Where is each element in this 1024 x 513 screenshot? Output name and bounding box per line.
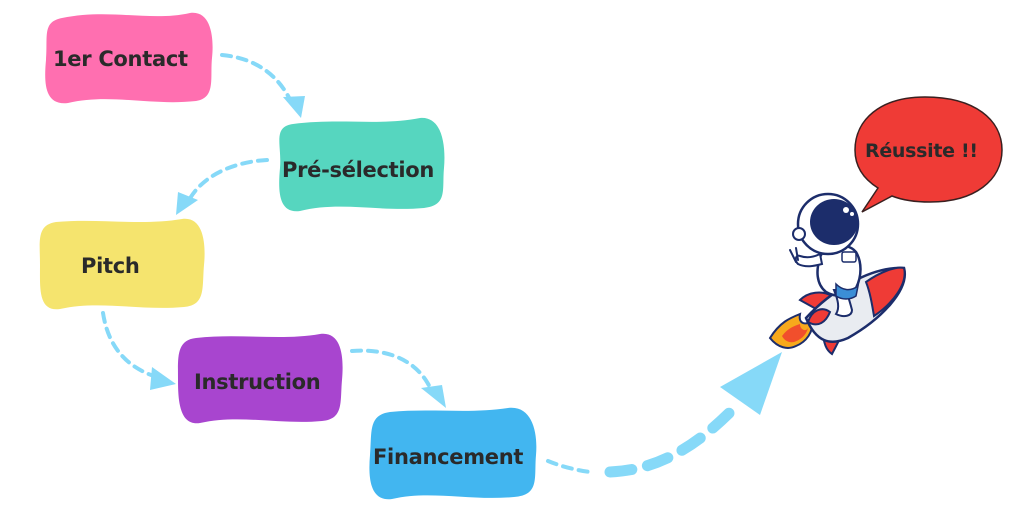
step-label: 1er Contact	[53, 47, 188, 71]
arrow-head-icon	[283, 96, 305, 118]
arrow-head-icon	[150, 367, 176, 390]
step-node-financement: Financement	[369, 407, 537, 500]
step-node-pre-selection: Pré-sélection	[279, 117, 445, 212]
helmet-ear	[792, 227, 806, 241]
dashed-line	[604, 396, 746, 478]
step-label: Pitch	[81, 254, 140, 278]
astronaut-arm	[794, 252, 824, 268]
dashed-line	[186, 158, 269, 204]
connector-5-to-success	[546, 352, 782, 478]
helmet-visor	[810, 199, 858, 245]
step-node-pitch: Pitch	[39, 218, 205, 310]
arrow-head-icon	[176, 192, 198, 215]
step-node-1er-contact: 1er Contact	[45, 12, 213, 104]
arrow-head-icon	[720, 352, 782, 415]
dashed-line	[101, 311, 162, 380]
astronaut-backpack	[841, 251, 857, 263]
step-label: Financement	[373, 445, 523, 469]
blob-shape	[279, 117, 445, 212]
connector-3-to-4	[101, 311, 176, 390]
step-label: Pré-sélection	[282, 158, 434, 182]
visor-shine	[843, 207, 849, 213]
blob-shape	[369, 407, 537, 500]
rocket-fin	[806, 308, 832, 326]
visor-shine	[850, 212, 854, 216]
blob-shape	[39, 218, 205, 310]
step-label: Instruction	[194, 370, 320, 394]
dashed-line	[220, 53, 295, 108]
rocket-nose	[864, 266, 906, 318]
connector-1-to-2	[220, 53, 305, 118]
arrow-head-icon	[421, 385, 446, 408]
dashed-line	[350, 348, 434, 394]
bubble-shape	[854, 96, 1003, 213]
bubble-text: Réussite !!	[865, 140, 978, 162]
astronaut-shorts	[835, 282, 860, 300]
connector-2-to-3	[176, 158, 269, 215]
connector-4-to-5	[350, 348, 446, 408]
blob-shape	[177, 333, 343, 424]
astronaut-rocket-illustration	[768, 192, 907, 356]
step-node-instruction: Instruction	[177, 333, 343, 424]
peace-hand-icon	[789, 247, 799, 263]
speech-bubble: Réussite !!	[854, 96, 1003, 213]
blob-shape	[45, 12, 213, 104]
dashed-line	[546, 459, 592, 474]
